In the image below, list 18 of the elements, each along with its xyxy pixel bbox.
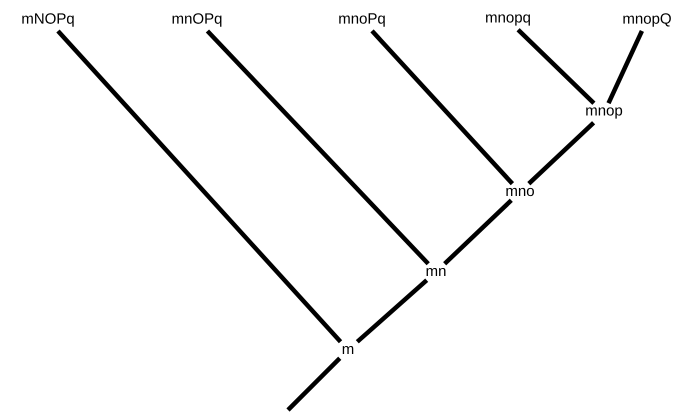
branch-line (56, 29, 342, 344)
branch-line (443, 198, 513, 266)
taxon-label: mnoPq (339, 13, 385, 27)
taxon-label: mNOPq (22, 13, 74, 27)
taxon-label: mn (426, 268, 446, 276)
branch-line (606, 30, 644, 104)
branch-line (286, 356, 342, 412)
taxon-label: mno (506, 188, 534, 196)
branch-line (206, 29, 430, 266)
taxon-label: mnopq (486, 14, 530, 26)
taxon-label: mnopQ (623, 13, 671, 27)
branch-line (356, 278, 428, 344)
branch-line (527, 121, 596, 186)
branch-line (370, 29, 514, 186)
branch-line (516, 28, 596, 105)
taxon-label: mnOPq (172, 13, 222, 27)
taxon-label: m (342, 346, 354, 354)
taxon-label: mnop (586, 107, 622, 119)
